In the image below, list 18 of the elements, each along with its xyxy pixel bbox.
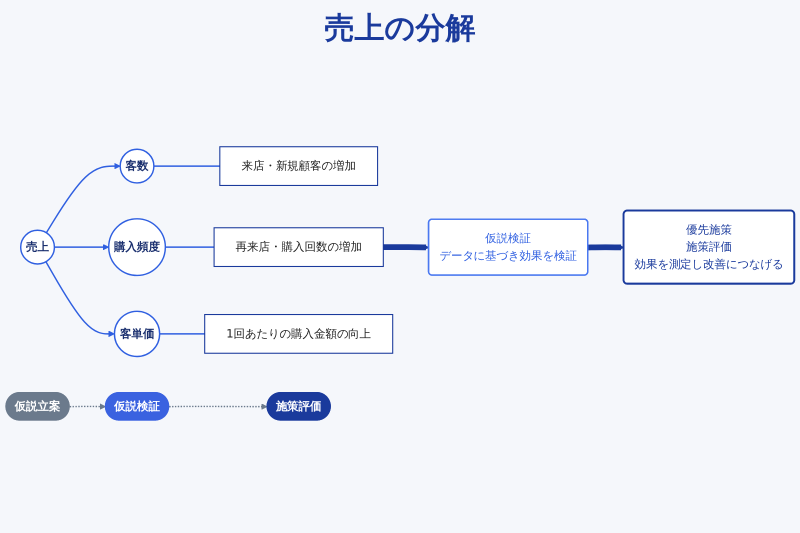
node-circle: 購入頻度	[108, 218, 166, 277]
node-box: 来店・新規顧客の増加	[219, 146, 378, 186]
node-circle: 客単価	[114, 311, 160, 358]
arrow	[54, 244, 109, 251]
connector	[154, 166, 220, 168]
arrow	[383, 244, 430, 251]
connector	[160, 334, 205, 336]
arrow	[70, 404, 106, 410]
arrow	[588, 244, 624, 251]
node-circle: 客数	[119, 149, 155, 184]
title: 売上の分解	[324, 10, 476, 48]
connector	[165, 246, 214, 248]
node-box: 再来店・購入回数の増加	[214, 228, 384, 268]
arrow	[45, 262, 115, 338]
arrow	[46, 163, 120, 234]
node-box: 1回あたりの購入金額の向上	[204, 314, 394, 354]
arrow	[169, 404, 268, 410]
node-circle: 売上	[20, 230, 56, 266]
